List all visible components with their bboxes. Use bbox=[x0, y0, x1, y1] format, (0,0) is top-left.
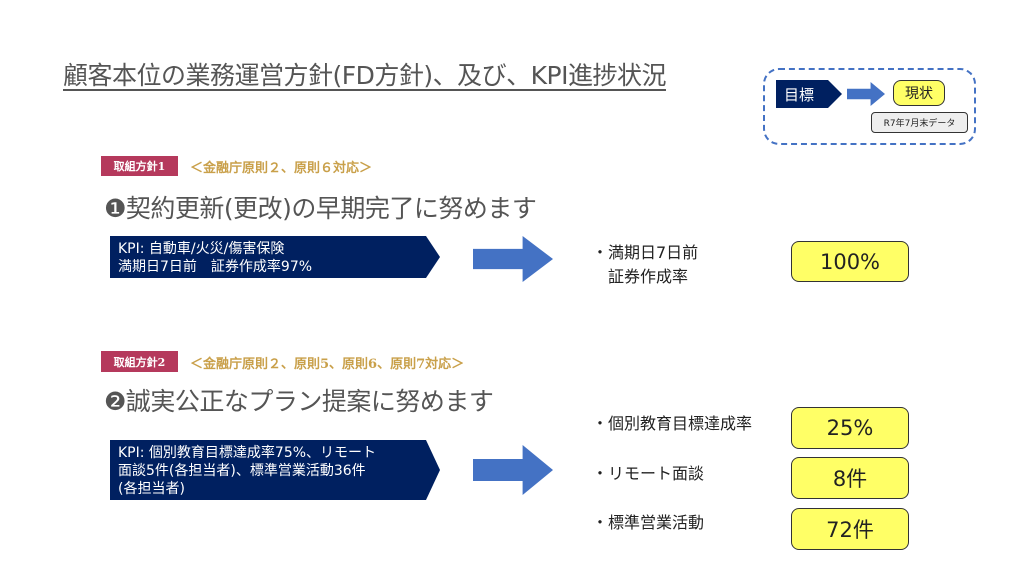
result-label-line: 証券作成率 bbox=[592, 267, 689, 286]
result-label-standard-sales: ・標準営業活動 bbox=[592, 513, 705, 532]
result-value-education: 25% bbox=[791, 407, 909, 449]
kpi-line: 満期日7日前 証券作成率97% bbox=[118, 259, 313, 275]
kpi-line: (各担当者) bbox=[118, 481, 185, 497]
result-label-line: ・満期日7日前 bbox=[592, 243, 699, 262]
arrow-icon bbox=[473, 445, 553, 495]
result-label-education: ・個別教育目標達成率 bbox=[592, 414, 753, 433]
kpi-line: KPI: 自動車/火災/傷害保険 bbox=[118, 241, 285, 257]
policy-1-kpi: KPI: 自動車/火災/傷害保険 満期日7日前 証券作成率97% bbox=[110, 236, 440, 278]
policy-2-kpi: KPI: 個別教育目標達成率75%、リモート 面談5件(各担当者)、標準営業活動… bbox=[110, 440, 440, 500]
legend-box bbox=[763, 68, 976, 145]
result-value-standard-sales: 72件 bbox=[791, 508, 909, 550]
kpi-line: 面談5件(各担当者)、標準営業活動36件 bbox=[118, 463, 366, 479]
policy-2-principles: ＜金融庁原則２、原則5、原則6、原則7対応＞ bbox=[190, 357, 465, 372]
policy-2-heading: ❷誠実公正なプラン提案に努めます bbox=[104, 387, 494, 416]
result-value-remote: 8件 bbox=[791, 457, 909, 499]
policy-1-heading: ❶契約更新(更改)の早期完了に努めます bbox=[104, 194, 537, 223]
page-title: 顧客本位の業務運営方針(FD方針)、及び、KPI進捗状況 bbox=[63, 61, 666, 90]
result-label-remote: ・リモート面談 bbox=[592, 464, 705, 483]
policy-1-tag: 取組方針1 bbox=[101, 156, 178, 176]
kpi-line: KPI: 個別教育目標達成率75%、リモート bbox=[118, 445, 377, 461]
legend-data-note: R7年7月末データ bbox=[871, 112, 968, 133]
policy-2-tag: 取組方針2 bbox=[101, 351, 178, 372]
policy-1-principles: ＜金融庁原則２、原則６対応＞ bbox=[190, 161, 373, 176]
legend-target: 目標 bbox=[776, 80, 842, 108]
policy-1-result-label: ・満期日7日前 証券作成率 bbox=[592, 241, 698, 289]
legend-current: 現状 bbox=[893, 80, 945, 106]
arrow-icon bbox=[473, 236, 553, 282]
policy-1-result-value: 100% bbox=[791, 241, 909, 282]
